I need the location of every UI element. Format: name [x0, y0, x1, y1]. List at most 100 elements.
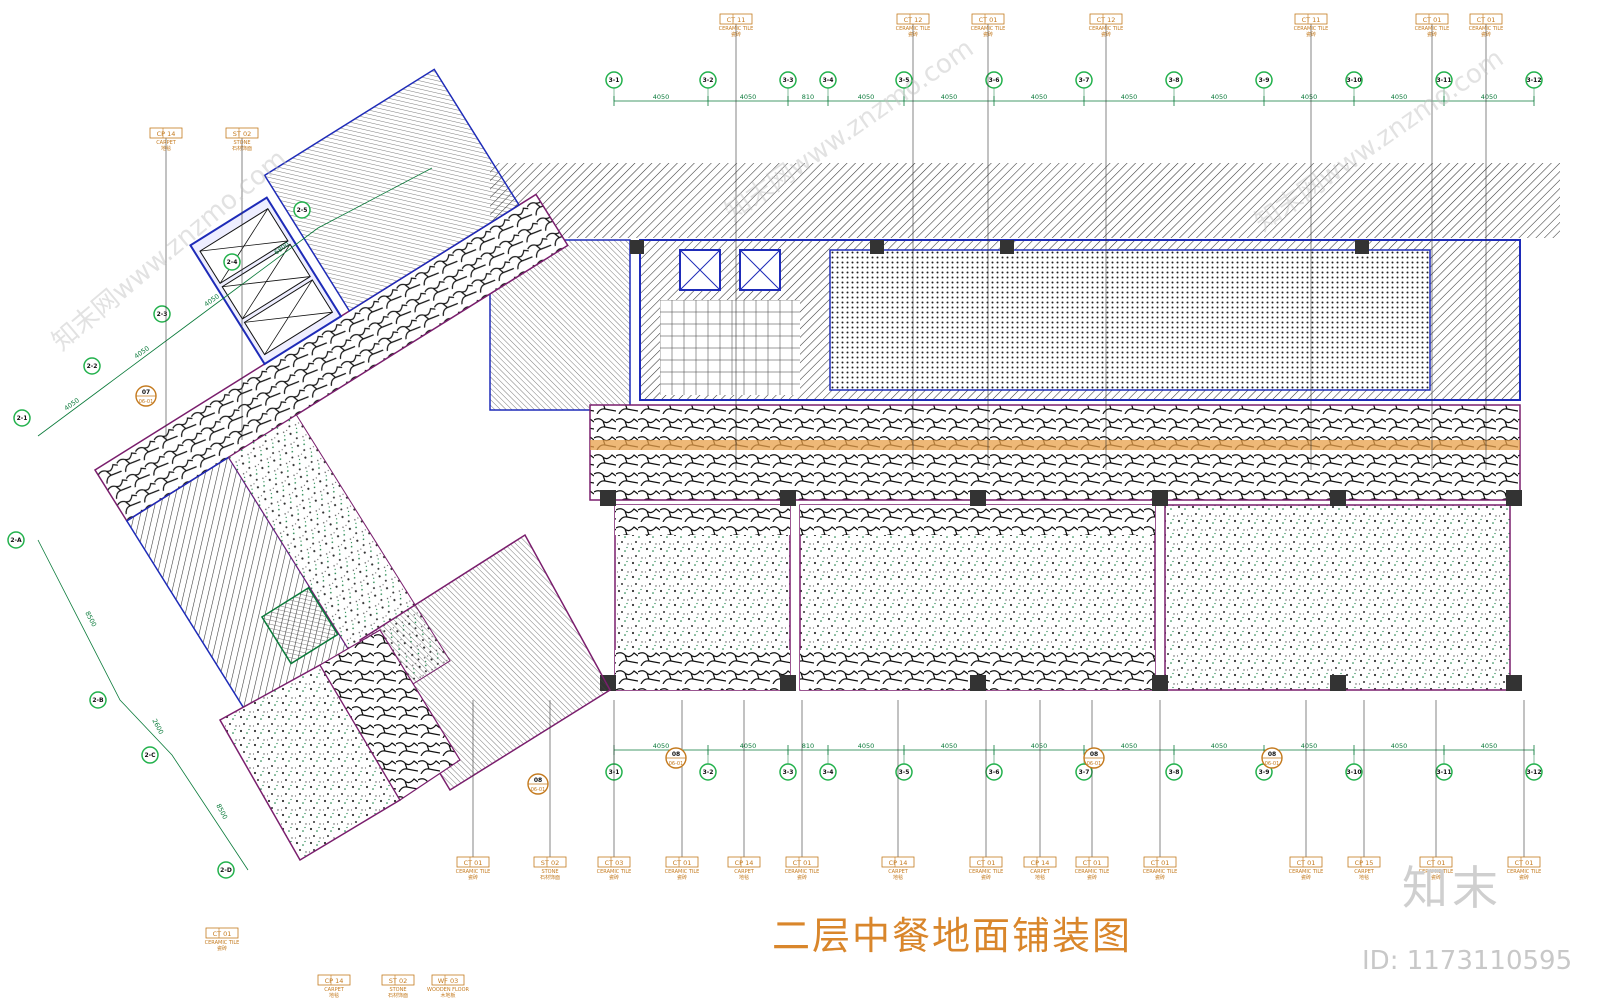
bottom-grid-axis: 3-140503-240503-38103-440503-540503-6405…: [605, 742, 1543, 781]
tag-code: CT 11: [727, 16, 746, 24]
tag-subtitle: 瓷砖: [217, 945, 227, 952]
wing-bubble: [13, 409, 31, 427]
tag-category: CERAMIC TILE: [1294, 26, 1329, 32]
tag-code: CT 01: [979, 16, 998, 24]
room-bubble-number: 08: [1268, 751, 1276, 758]
grid-bubble: [1525, 71, 1543, 89]
grid-bubble: [1165, 71, 1183, 89]
grid-label: 3-10: [1346, 769, 1361, 776]
tag-subtitle: 瓷砖: [731, 31, 741, 38]
corridor-stone-band: [589, 404, 1521, 501]
left-label: 2-D: [220, 867, 232, 874]
grid-dimension: 4050: [1121, 93, 1138, 101]
tag-subtitle: 瓷砖: [609, 874, 619, 881]
room-bubble-sheet: 06-01: [531, 787, 546, 793]
wing-label: 2-2: [87, 363, 98, 370]
tag-category: STONE: [233, 140, 250, 146]
lift-1-cross-icon: [679, 249, 721, 291]
grid-bubble: [895, 71, 913, 89]
grid-bubble: [819, 763, 837, 781]
tag-code: CT 01: [793, 859, 812, 867]
tag-subtitle: 瓷砖: [1481, 31, 1491, 38]
tag-code: CT 01: [1423, 16, 1442, 24]
tag-code: CT 01: [1427, 859, 1446, 867]
tag-category: WOODEN FLOOR: [427, 987, 470, 993]
tag-category: STONE: [389, 987, 406, 993]
tag-category: CARPET: [888, 869, 909, 875]
grid-dimension: 4050: [1121, 742, 1138, 750]
tag-code: CT 11: [1302, 16, 1321, 24]
tag-category: CERAMIC TILE: [785, 869, 820, 875]
tag-code: CP 14: [735, 859, 754, 867]
feature-carpet: [260, 586, 339, 665]
tag-category: CERAMIC TILE: [719, 26, 754, 32]
grid-label: 3-2: [703, 769, 714, 776]
tag-code: CP 14: [1031, 859, 1050, 867]
tag-category: CERAMIC TILE: [971, 26, 1006, 32]
grid-bubble: [699, 71, 717, 89]
tag-category: CARPET: [156, 140, 177, 146]
dining-room-2: [799, 504, 1156, 691]
tag-code: CT 01: [1297, 859, 1316, 867]
tag-category: CERAMIC TILE: [1143, 869, 1178, 875]
left-dimension: 8500: [214, 802, 229, 820]
room-bubble-sheet: 06-01: [1087, 761, 1102, 767]
hatched-service-zone: [490, 163, 1560, 238]
grid-label: 3-5: [899, 769, 910, 776]
drawing-title: 二层中餐地面铺装图: [772, 914, 1133, 958]
grid-dimension: 4050: [1031, 742, 1048, 750]
top-grid-axis: 3-140503-240503-38103-440503-540503-6405…: [605, 71, 1543, 106]
room-bubble-sheet: 06-01: [1265, 761, 1280, 767]
tag-category: CERAMIC TILE: [1289, 869, 1324, 875]
tag-subtitle: 瓷砖: [1427, 31, 1437, 38]
tag-category: CERAMIC TILE: [205, 940, 240, 946]
grid-dimension: 4050: [740, 742, 757, 750]
wing-label: 2-3: [157, 311, 168, 318]
grid-label: 3-6: [989, 77, 1000, 84]
tag-code: CT 12: [1097, 16, 1116, 24]
tag-category: CERAMIC TILE: [1089, 26, 1124, 32]
tag-subtitle: 地毯: [1035, 874, 1045, 881]
grid-bubble: [779, 763, 797, 781]
tag-subtitle: 木地板: [440, 992, 455, 999]
tag-subtitle: 地毯: [893, 874, 903, 881]
grid-dimension: 4050: [1301, 93, 1318, 101]
tag-category: CERAMIC TILE: [896, 26, 931, 32]
grid-dimension: 4050: [1391, 93, 1408, 101]
grid-label: 3-12: [1526, 769, 1541, 776]
room-bubble-number: 08: [672, 751, 680, 758]
tag-subtitle: 石材饰面: [540, 874, 560, 881]
grid-dimension: 4050: [1211, 742, 1228, 750]
grid-label: 3-11: [1436, 769, 1451, 776]
grid-bubble: [605, 71, 623, 89]
wing-dimension: 4050: [63, 396, 81, 412]
room-bubble-sheet: 06-01: [669, 761, 684, 767]
tag-subtitle: 地毯: [329, 992, 339, 999]
tag-subtitle: 瓷砖: [983, 31, 993, 38]
tag-subtitle: 石材饰面: [388, 992, 408, 999]
tag-subtitle: 瓷砖: [1087, 874, 1097, 881]
grid-label: 3-1: [609, 77, 620, 84]
tag-subtitle: 瓷砖: [1431, 874, 1441, 881]
tag-subtitle: 瓷砖: [1301, 874, 1311, 881]
grid-label: 3-12: [1526, 77, 1541, 84]
wing-label: 2-1: [17, 415, 28, 422]
grid-label: 3-11: [1436, 77, 1451, 84]
tag-subtitle: 瓷砖: [1101, 31, 1111, 38]
tag-subtitle: 瓷砖: [1155, 874, 1165, 881]
left-bubble: [217, 861, 235, 879]
